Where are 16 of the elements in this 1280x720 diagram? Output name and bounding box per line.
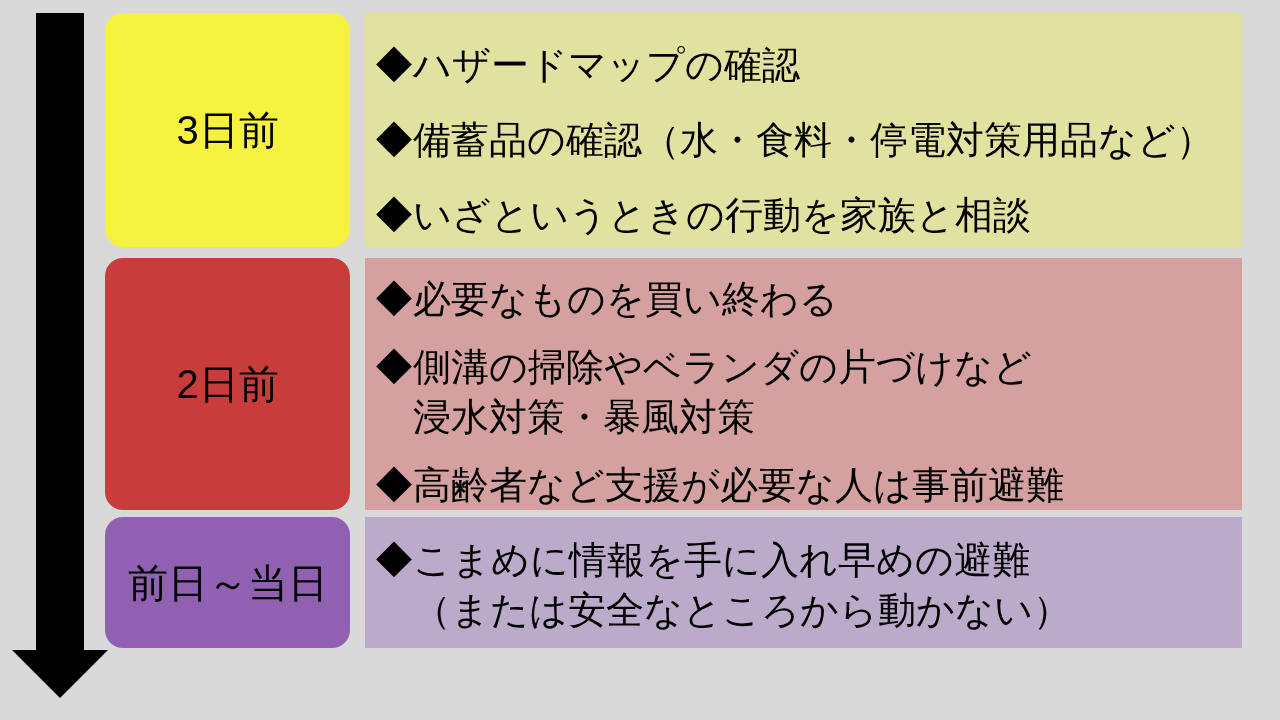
checklist-item: ◆高齢者など支援が必要な人は事前避難: [375, 463, 1064, 508]
checklist-item: ◆必要なものを買い終わる: [375, 277, 838, 322]
checklist-panel: [365, 517, 1242, 648]
stage-label: 3日前: [176, 107, 279, 154]
checklist-item: ◆備蓄品の確認（水・食料・停電対策用品など）: [375, 118, 1214, 163]
stage-card: [105, 258, 350, 510]
stage-card: [105, 13, 350, 247]
stage-card: [105, 517, 350, 648]
stage-label: 前日～当日: [127, 559, 328, 607]
checklist-item: ◆こまめに情報を手に入れ早めの避難（または安全なところから動かない）: [375, 537, 1072, 633]
checklist-item: ◆ハザードマップの確認: [375, 43, 800, 88]
checklist-panel: [365, 258, 1242, 510]
checklist-item: ◆いざというときの行動を家族と相談: [375, 193, 1031, 238]
checklist-panel: [365, 13, 1242, 247]
checklist-item: ◆側溝の掃除やベランダの片づけなど浸水対策・暴風対策: [375, 345, 1033, 440]
stage-label: 2日前: [176, 361, 279, 408]
